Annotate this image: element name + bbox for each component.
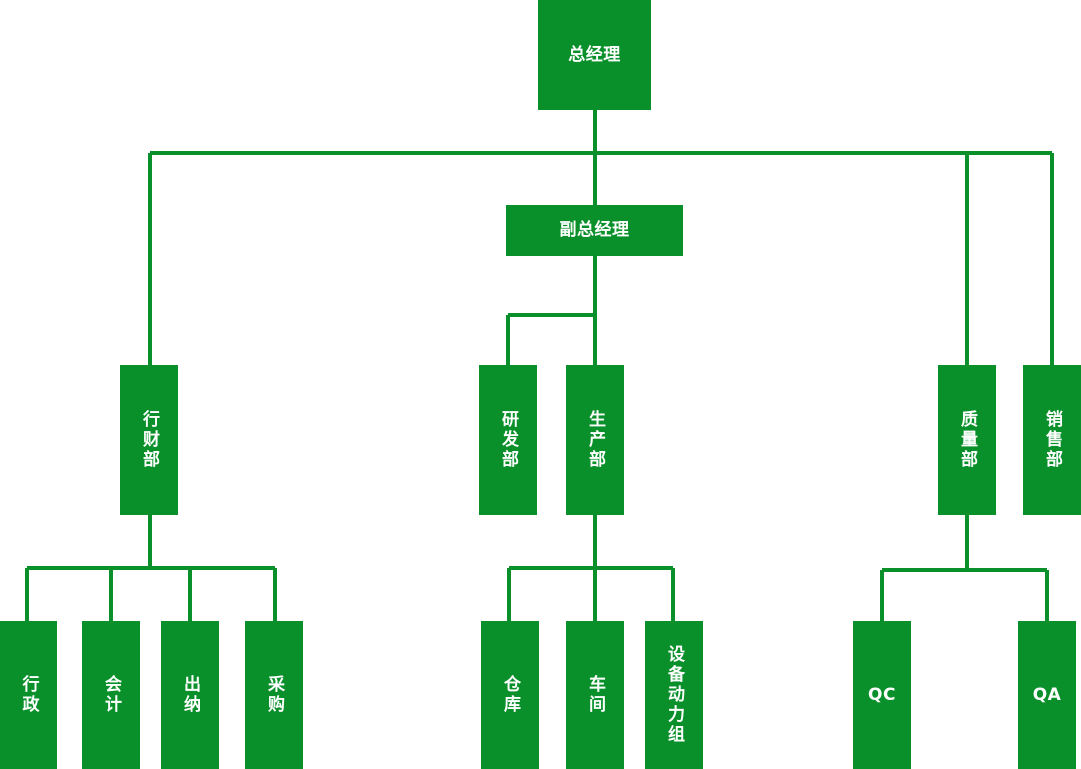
org-node-purchasing[interactable]: 采购 <box>245 621 303 769</box>
org-node-label-production-dept: 生产部 <box>585 410 606 470</box>
org-node-label-sales-dept: 销售部 <box>1042 410 1063 470</box>
org-node-gm[interactable]: 总经理 <box>538 0 651 110</box>
org-node-qa[interactable]: QA <box>1018 621 1076 769</box>
org-node-label-admin-finance-dept: 行财部 <box>139 410 160 470</box>
org-node-rnd-dept[interactable]: 研发部 <box>479 365 537 515</box>
org-node-admin-finance-dept[interactable]: 行财部 <box>120 365 178 515</box>
org-node-label-rnd-dept: 研发部 <box>498 410 519 470</box>
org-node-accounting[interactable]: 会计 <box>82 621 140 769</box>
org-node-label-warehouse: 仓库 <box>500 675 521 715</box>
org-node-label-deputy-gm: 副总经理 <box>559 220 630 241</box>
org-node-label-qc: QC <box>868 684 896 705</box>
org-node-label-cashier: 出纳 <box>180 675 201 715</box>
org-node-label-qa: QA <box>1032 684 1062 705</box>
org-node-label-accounting: 会计 <box>101 675 122 715</box>
org-node-label-gm: 总经理 <box>568 44 621 65</box>
org-node-qc[interactable]: QC <box>853 621 911 769</box>
org-node-equipment-power-group[interactable]: 设备动力组 <box>645 621 703 769</box>
org-node-sales-dept[interactable]: 销售部 <box>1023 365 1081 515</box>
org-node-workshop[interactable]: 车间 <box>566 621 624 769</box>
org-node-administration[interactable]: 行政 <box>0 621 57 769</box>
org-node-label-administration: 行政 <box>18 675 39 715</box>
org-node-warehouse[interactable]: 仓库 <box>481 621 539 769</box>
org-node-quality-dept[interactable]: 质量部 <box>938 365 996 515</box>
org-node-label-workshop: 车间 <box>585 675 606 715</box>
org-node-label-quality-dept: 质量部 <box>957 410 978 470</box>
connector-group <box>25 110 1054 623</box>
org-node-label-purchasing: 采购 <box>264 675 285 715</box>
org-node-label-equipment-power-group: 设备动力组 <box>664 645 685 745</box>
org-node-deputy-gm[interactable]: 副总经理 <box>506 205 683 256</box>
org-node-production-dept[interactable]: 生产部 <box>566 365 624 515</box>
org-node-cashier[interactable]: 出纳 <box>161 621 219 769</box>
